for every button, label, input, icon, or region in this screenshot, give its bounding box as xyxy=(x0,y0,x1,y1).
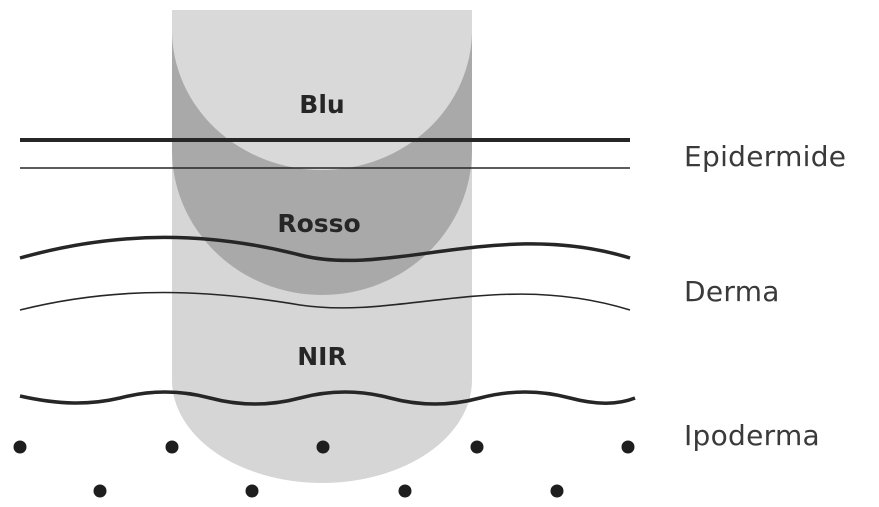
fat-dot xyxy=(316,440,330,454)
hypodermis-top-wave xyxy=(19,390,636,406)
fat-dot xyxy=(165,440,179,454)
fat-dot xyxy=(470,440,484,454)
layer-label-derma: Derma xyxy=(684,275,780,308)
blu-band-shape xyxy=(172,10,472,170)
band-label-rosso: Rosso xyxy=(277,209,360,238)
dermis-bottom-wave xyxy=(19,291,631,311)
fat-dot xyxy=(13,440,27,454)
fat-dot xyxy=(398,484,412,498)
fat-dot xyxy=(621,440,635,454)
layer-label-ipoderma: Ipoderma xyxy=(684,419,820,452)
band-label-blu: Blu xyxy=(299,90,344,119)
fat-dot xyxy=(550,484,564,498)
dermis-top-wave xyxy=(19,235,631,263)
fat-dot xyxy=(93,484,107,498)
fat-dot xyxy=(245,484,259,498)
band-label-nir: NIR xyxy=(297,342,346,371)
layer-label-epidermide: Epidermide xyxy=(684,140,846,173)
